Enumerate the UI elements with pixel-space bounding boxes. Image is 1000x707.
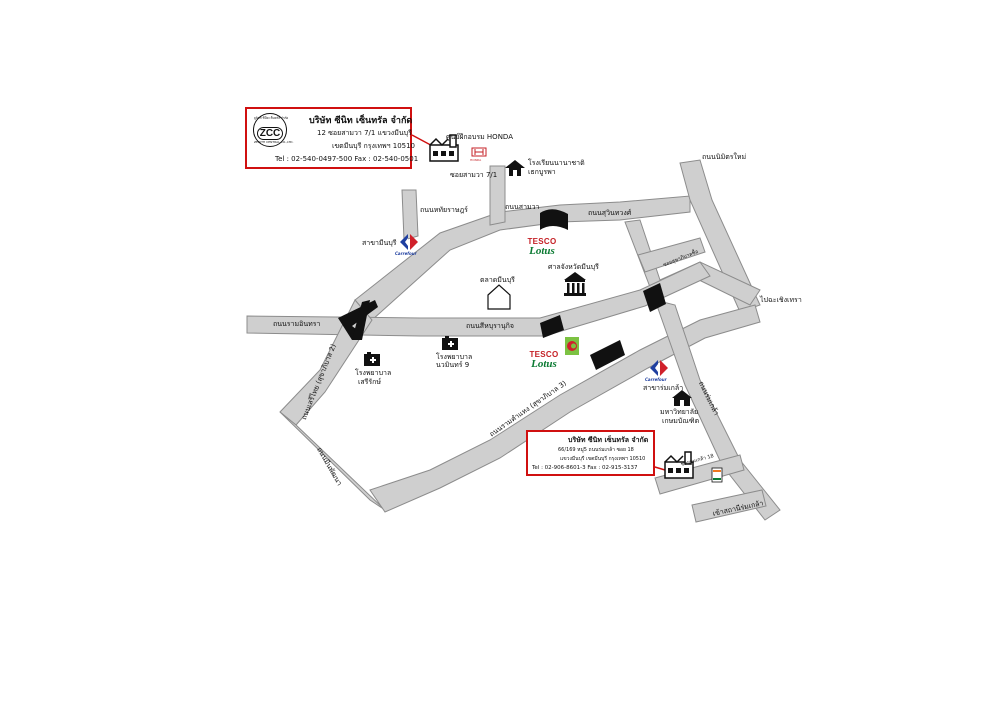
tesco-text-2: TESCO [529, 350, 559, 359]
label-sihaburanukit: ถนนสีหบุรานุกิจ [466, 322, 514, 330]
university-icon [672, 390, 692, 406]
label-carrefour-romklao: สาขาร่มเกล้า [643, 384, 684, 392]
label-carrefour-minburi: สาขามีนบุรี [362, 239, 397, 247]
road-soi-samwa [489, 165, 506, 226]
factory-icon-2 [664, 451, 694, 479]
carrefour-logo-icon-2 [650, 360, 668, 376]
mosque-icon [505, 160, 525, 176]
factory-company-name: บริษัท ซีนิท เซ็นทรัล จำกัด [568, 436, 649, 444]
hospital-icon-2 [364, 352, 380, 366]
label-hathairat: ถนนหทัยราษฎร์ [420, 206, 468, 214]
office-address-box: ยูนิตกิ ซีนีท เซ็นทรัล จำกัด ZCC ZENITH … [245, 107, 418, 169]
road-romklao-station [691, 489, 767, 523]
carrefour-logo-icon [400, 234, 418, 250]
label-city-hall: ศาลจังหวัดมีนบุรี [548, 263, 599, 271]
overpass-ramkhamhaeng [590, 340, 625, 370]
overpass-serithai [352, 300, 370, 340]
label-hospital-2b: เสรีรักษ์ [358, 378, 382, 386]
label-honda-center: ศูนย์ฝึกอบรม HONDA [446, 133, 513, 141]
office-company-name: บริษัท ซีนิท เซ็นทรัล จำกัด [309, 116, 413, 126]
honda-logo-icon [471, 147, 487, 157]
label-university-2: เกษมบัณฑิต [662, 417, 700, 425]
zcc-logo-ring-text: ยูนิตกิ ซีนีท เซ็นทรัล จำกัด [254, 116, 289, 120]
label-market: ตลาดมีนบุรี [480, 276, 515, 284]
seven-eleven-icon [711, 467, 723, 483]
road-meenphatthana [279, 411, 386, 511]
factory-address-line2: แขวงมีนบุรี เขตมีนบุรี กรุงเทพฯ 10510 [560, 456, 646, 462]
road-hathairat [401, 189, 419, 241]
label-university-1: มหาวิทยาลัย [660, 408, 699, 416]
office-address-line2: เขตมีนบุรี กรุงเทพฯ 10510 [332, 142, 416, 150]
road-soi-romklao-18 [654, 454, 745, 495]
label-hospital-1b: นวมินทร์ 9 [436, 361, 470, 369]
hospital-icon [442, 336, 458, 350]
zcc-logo-text: ZCC [256, 127, 284, 140]
lotus-text-2: Lotus [531, 358, 557, 370]
factory-address-box: บริษัท ซีนิท เซ็นทรัล จำกัด 66/169 หมู่5… [526, 430, 655, 476]
road-connector-ne [637, 237, 706, 273]
overpass-sihaburanukit [540, 315, 564, 338]
road-romklao [654, 299, 781, 521]
road-nimitmai [679, 159, 761, 313]
tesco-lotus-logo-2: TESCO Lotus [527, 351, 561, 370]
bigc-logo-icon [565, 337, 579, 355]
label-carrefour-logo: Carrefour [395, 251, 417, 256]
zcc-logo-subtext: ZENITH CENTRAL CO.,LTD. [254, 140, 294, 144]
office-address-line1: 12 ซอยสามวา 7/1 แขวงมีนบุรี [317, 129, 412, 137]
zcc-logo: ยูนิตกิ ซีนีท เซ็นทรัล จำกัด ZCC ZENITH … [253, 113, 294, 147]
tesco-lotus-logo: TESCO Lotus [525, 238, 559, 257]
tesco-text: TESCO [527, 237, 557, 246]
label-suwinthawong: ถนนสุวินทวงศ์ [588, 209, 632, 217]
office-tel-fax: Tel : 02-540-0497-500 Fax : 02-540-0501 [275, 155, 419, 163]
label-carrefour-logo-2: Carrefour [645, 377, 667, 382]
factory-tel-fax: Tel : 02-906-8601-3 Fax : 02-915-3137 [532, 465, 638, 471]
label-to-chachoengsao: ไปฉะเชิงเทรา [760, 296, 802, 304]
label-school-2: เธกบูรพา [528, 168, 556, 176]
overpass-suwinthawong [540, 209, 568, 230]
label-ramintra: ถนนรามอินทรา [273, 320, 321, 328]
label-school-1: โรงเรียนนานาชาติ [528, 159, 585, 167]
label-hospital-1a: โรงพยาบาล [436, 353, 473, 361]
label-samwa-rd: ถนนสามวา [505, 203, 540, 211]
market-house-icon [487, 284, 511, 310]
factory-address-line1: 66/169 หมู่5 ถนนร่มเกล้า ซอย 18 [558, 447, 634, 453]
label-hospital-2a: โรงพยาบาล [355, 369, 392, 377]
lotus-text: Lotus [529, 245, 555, 257]
label-soi-samwa: ซอยสามวา 7/1 [450, 171, 498, 179]
label-nimitmai: ถนนนิมิตรใหม่ [702, 153, 747, 161]
factory-icon [429, 134, 459, 162]
road-ramkhamhaeng [369, 304, 761, 513]
overpass-nimitmai [643, 283, 666, 312]
label-honda-mark: HONDA [470, 158, 482, 162]
court-building-icon [564, 272, 586, 296]
